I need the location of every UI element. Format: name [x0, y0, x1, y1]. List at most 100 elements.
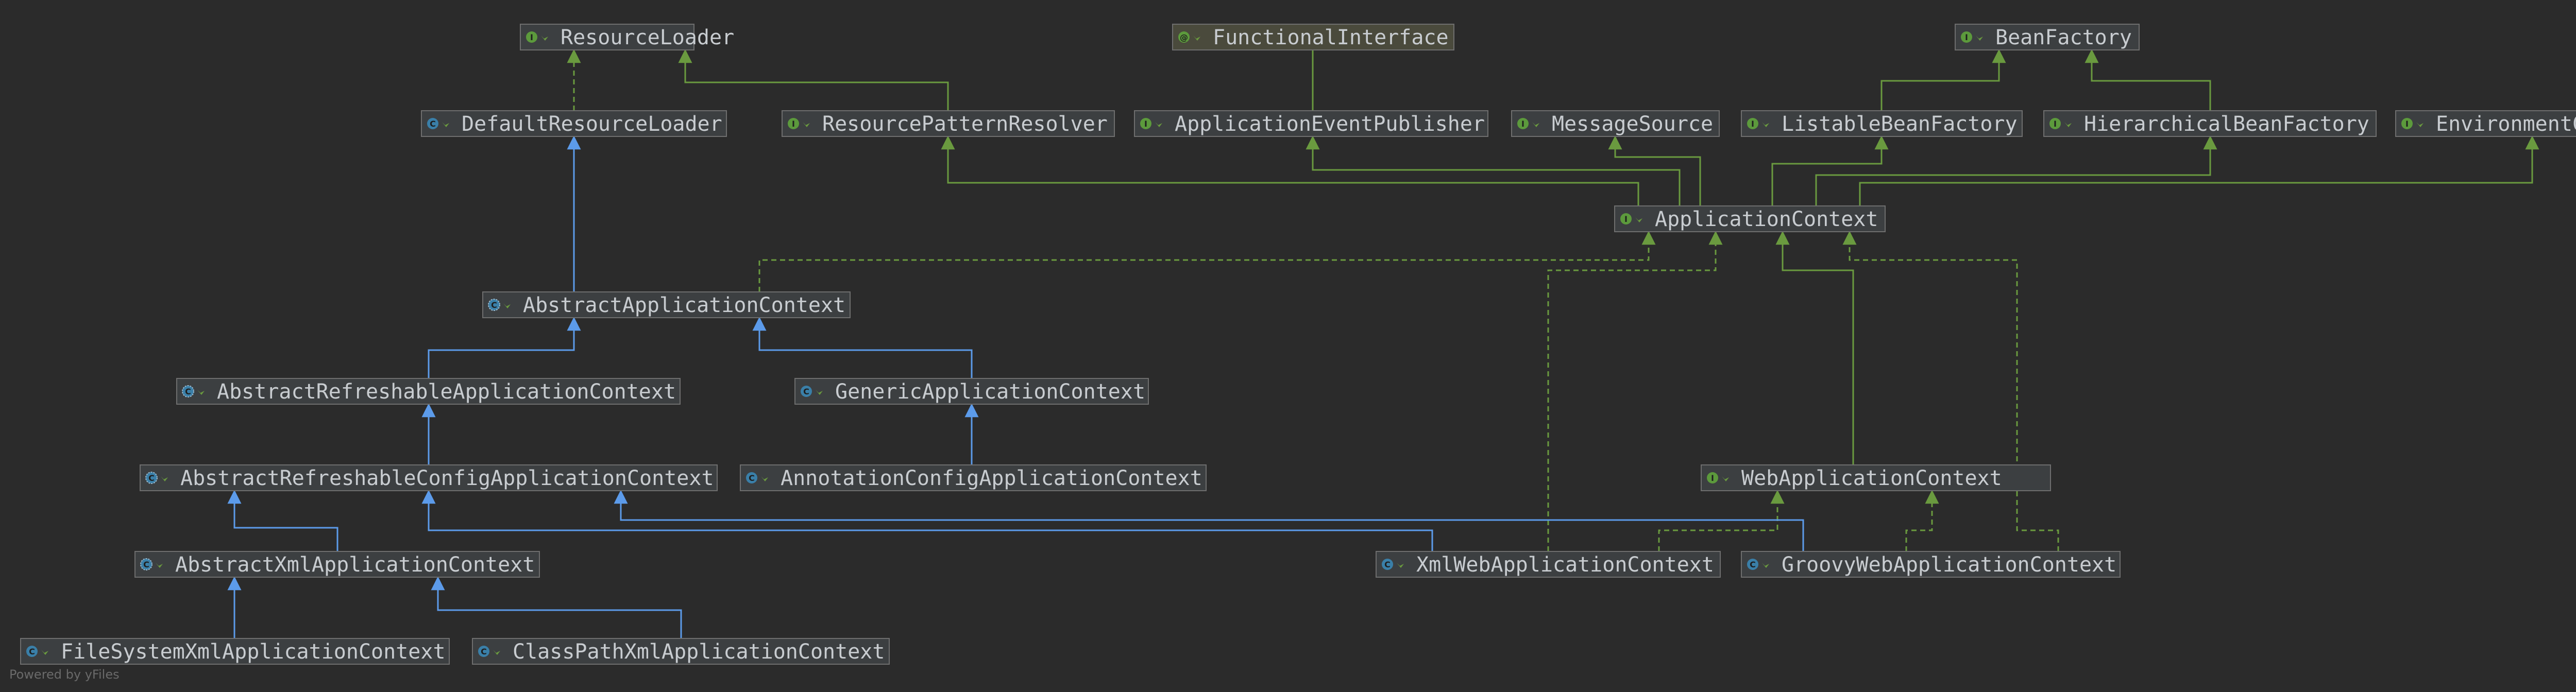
- node-web-application-context[interactable]: I WebApplicationContext: [1701, 464, 2051, 491]
- interface-i-icon: I: [1961, 31, 1972, 43]
- edge-interface-extends-10: [1859, 135, 2539, 206]
- abstract-class-icon: C: [145, 472, 158, 484]
- public-visibility-icon: [803, 122, 810, 127]
- edge-implements-24: [1905, 490, 1939, 551]
- node-label: ApplicationContext: [1655, 207, 1878, 231]
- class-c-icon: C: [478, 646, 489, 657]
- interface-i-icon: I: [526, 31, 537, 43]
- node-label: FileSystemXmlApplicationContext: [61, 640, 446, 664]
- edge-interface-extends-17: [1775, 231, 1854, 465]
- svg-text:C: C: [491, 300, 497, 310]
- svg-text:I: I: [2054, 119, 2057, 129]
- public-visibility-icon: [2416, 122, 2424, 127]
- interface-i-icon: I: [1707, 472, 1718, 483]
- svg-text:C: C: [148, 473, 155, 483]
- node-box: [1741, 551, 2121, 578]
- node-box: [1701, 464, 2051, 491]
- svg-text:I: I: [1624, 214, 1628, 224]
- edge-implements-21: [1658, 490, 1785, 551]
- public-visibility-icon: [541, 36, 548, 41]
- node-message-source[interactable]: I MessageSource: [1511, 110, 1720, 137]
- svg-text:C: C: [430, 119, 436, 129]
- edge-interface-extends-6: [1306, 135, 1681, 206]
- public-visibility-icon: [493, 650, 500, 655]
- public-visibility-icon: [41, 650, 48, 655]
- node-bean-factory[interactable]: I BeanFactory: [1955, 24, 2140, 50]
- svg-text:I: I: [1711, 473, 1714, 483]
- node-label: ClassPathXmlApplicationContext: [513, 640, 885, 664]
- node-label: ListableBeanFactory: [1782, 112, 2018, 136]
- node-label: ResourceLoader: [561, 26, 734, 49]
- public-visibility-icon: [197, 390, 205, 395]
- node-label: EnvironmentCapable: [2436, 112, 2576, 136]
- edge-interface-extends-7: [1608, 135, 1701, 206]
- node-box: [482, 291, 851, 318]
- node-box: [1134, 110, 1488, 137]
- powered-by-watermark: Powered by yFiles: [9, 667, 120, 682]
- class-c-icon: C: [26, 646, 38, 657]
- edge-interface-extends-4: [2084, 49, 2211, 111]
- node-label: BeanFactory: [1995, 26, 2132, 49]
- public-visibility-icon: [442, 122, 449, 127]
- public-visibility-icon: [1722, 476, 1729, 481]
- node-listable-bean-factory[interactable]: I ListableBeanFactory: [1741, 110, 2023, 137]
- svg-text:I: I: [1521, 119, 1524, 129]
- node-box: [794, 378, 1149, 405]
- svg-text:C: C: [1750, 560, 1756, 569]
- public-visibility-icon: [1635, 217, 1642, 222]
- node-class-path-xml-application-context[interactable]: C ClassPathXmlApplicationContext: [472, 638, 890, 665]
- node-box: [1376, 551, 1721, 578]
- node-label: MessageSource: [1552, 112, 1713, 136]
- public-visibility-icon: [161, 476, 168, 481]
- public-visibility-icon: [1762, 563, 1769, 568]
- node-box: [472, 638, 890, 665]
- interface-i-icon: I: [1517, 118, 1529, 129]
- interface-i-icon: I: [1620, 213, 1632, 224]
- class-c-icon: C: [1382, 559, 1393, 570]
- node-box: [740, 464, 1207, 491]
- svg-text:I: I: [1144, 119, 1147, 129]
- node-abstract-refreshable-config-application-context[interactable]: C AbstractRefreshableConfigApplicationCon…: [140, 464, 718, 491]
- node-label: DefaultResourceLoader: [462, 112, 722, 136]
- node-file-system-xml-application-context[interactable]: C FileSystemXmlApplicationContext: [20, 638, 450, 665]
- edges-layer: [227, 49, 2539, 638]
- svg-text:C: C: [29, 647, 35, 656]
- public-visibility-icon: [156, 563, 163, 568]
- svg-text:C: C: [185, 387, 191, 396]
- abstract-class-icon: C: [140, 558, 152, 570]
- node-default-resource-loader[interactable]: C DefaultResourceLoader: [421, 110, 727, 137]
- node-label: AbstractRefreshableConfigApplicationCont…: [180, 466, 714, 490]
- public-visibility-icon: [1532, 122, 1539, 127]
- edge-interface-extends-9: [1815, 135, 2217, 206]
- node-environment-capable[interactable]: I EnvironmentCapable: [2395, 110, 2576, 137]
- edge-interface-extends-1: [678, 49, 949, 111]
- svg-text:I: I: [2405, 119, 2409, 129]
- svg-text:I: I: [1751, 119, 1754, 129]
- node-label: ResourcePatternResolver: [822, 112, 1108, 136]
- svg-text:C: C: [803, 387, 809, 396]
- node-resource-loader[interactable]: I ResourceLoader: [520, 24, 734, 50]
- interface-i-icon: I: [1747, 118, 1758, 129]
- edge-extends-14: [752, 317, 973, 378]
- node-box: [20, 638, 450, 665]
- node-functional-interface[interactable]: @FunctionalInterface: [1172, 24, 1454, 50]
- abstract-class-icon: C: [488, 299, 500, 311]
- class-c-icon: C: [1747, 559, 1758, 570]
- node-box: [1511, 110, 1720, 137]
- node-label: WebApplicationContext: [1741, 466, 2002, 490]
- node-box: [140, 464, 718, 491]
- node-application-context[interactable]: I ApplicationContext: [1614, 205, 1886, 232]
- public-visibility-icon: [503, 303, 511, 308]
- edge-extends-18: [227, 490, 338, 551]
